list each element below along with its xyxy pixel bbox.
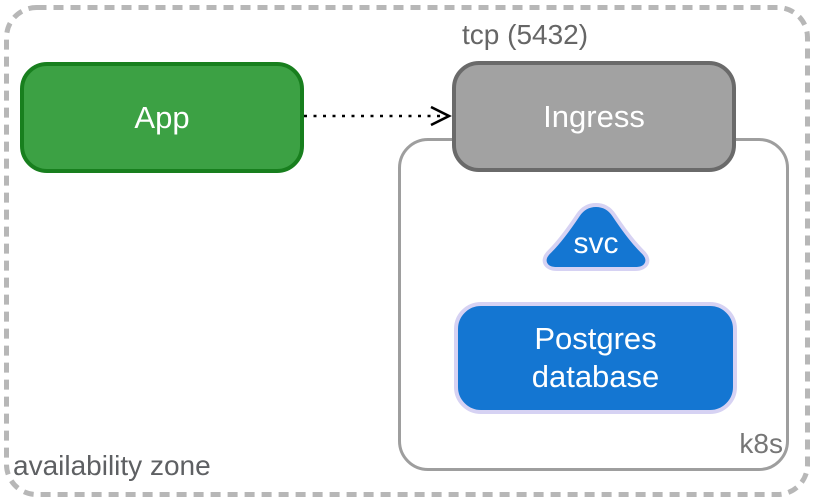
node-ingress-label: Ingress	[543, 98, 645, 134]
node-app: App	[20, 62, 304, 173]
svc-shape-icon	[542, 202, 650, 271]
node-postgres-label: Postgres database	[531, 321, 660, 394]
node-app-label: App	[134, 99, 190, 135]
node-svc-label: svc	[573, 227, 619, 260]
k8s-container-label: k8s	[739, 428, 783, 459]
app-to-ingress-arrow-icon	[304, 105, 452, 127]
ingress-port-annotation: tcp (5432)	[462, 19, 589, 50]
node-ingress: Ingress	[452, 61, 736, 172]
availability-zone-label: availability zone	[13, 450, 211, 481]
node-postgres: Postgres database	[454, 302, 737, 414]
